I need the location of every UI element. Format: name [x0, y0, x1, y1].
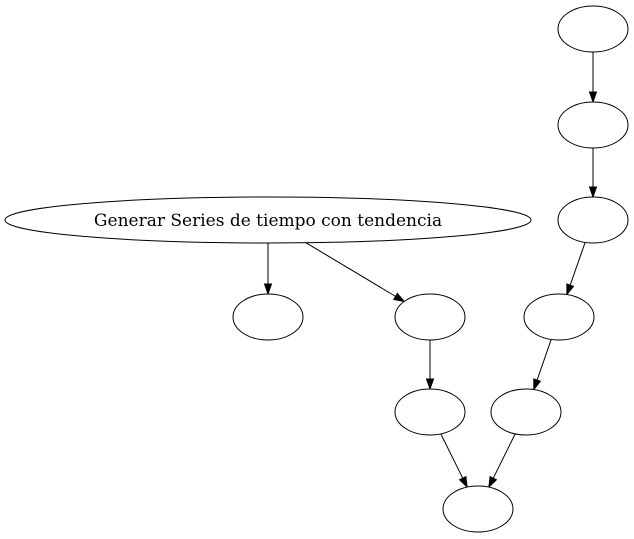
node-ellipse [4, 196, 532, 244]
edges-layer [263, 52, 598, 489]
node-n-chain-5 [490, 388, 562, 436]
nodes-layer: Generar Series de tiempo con tendencia [4, 5, 629, 533]
node-ellipse [557, 5, 629, 53]
edge-n_chain_4-to-n_chain_5 [533, 339, 552, 392]
arrowhead-icon [263, 283, 273, 296]
arrowhead-icon [588, 91, 598, 104]
node-n-chain-4 [523, 293, 595, 341]
node-n-sink [442, 485, 514, 533]
edge-n_mid_b-to-n_sink [440, 433, 468, 489]
arrowhead-icon [392, 292, 406, 303]
node-n-chain-1 [557, 5, 629, 53]
node-ellipse [557, 196, 629, 244]
arrowhead-icon [533, 378, 542, 392]
arrowhead-icon [458, 475, 468, 489]
arrowhead-icon [488, 475, 498, 489]
node-ellipse [557, 101, 629, 149]
edge-n_chain_1-to-n_chain_2 [588, 52, 598, 104]
arrowhead-icon [566, 283, 575, 297]
edge-n_mid_a-to-n_mid_b [425, 340, 435, 391]
node-ellipse [232, 293, 304, 341]
node-n-mid-a [394, 293, 466, 341]
node-ellipse [490, 388, 562, 436]
edge-line [492, 433, 516, 479]
node-ellipse [394, 293, 466, 341]
edge-n_chain_5-to-n_sink [488, 433, 516, 489]
node-n-mid-b [394, 388, 466, 436]
node-n-root: Generar Series de tiempo con tendencia [4, 196, 532, 244]
node-ellipse [523, 293, 595, 341]
edge-line [440, 433, 464, 479]
node-ellipse [442, 485, 514, 533]
node-n-chain-2 [557, 101, 629, 149]
edge-n_root-to-n_left_leaf [263, 243, 273, 296]
edge-line [569, 242, 586, 286]
arrowhead-icon [588, 186, 598, 199]
edge-line [536, 339, 552, 381]
arrowhead-icon [425, 378, 435, 391]
edge-n_chain_2-to-n_chain_3 [588, 148, 598, 199]
edge-line [305, 242, 396, 297]
edge-n_chain_3-to-n_chain_4 [566, 242, 586, 297]
edge-n_root-to-n_mid_a [305, 242, 406, 303]
node-ellipse [394, 388, 466, 436]
node-label: Generar Series de tiempo con tendencia [94, 211, 442, 231]
node-n-chain-3 [557, 196, 629, 244]
node-n-left-leaf [232, 293, 304, 341]
